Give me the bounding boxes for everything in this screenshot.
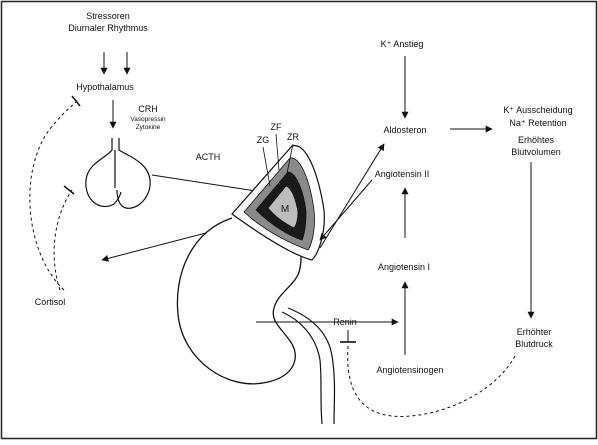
inhibit-bar-pituitary: [64, 186, 74, 194]
arrow-ang2-adrenal: [320, 180, 372, 240]
label-blutdruck: Blutdruck: [515, 339, 553, 349]
label-aldosteron: Aldosteron: [383, 125, 426, 135]
label-zr: ZR: [287, 132, 299, 142]
label-angiotensin-i: Angiotensin I: [378, 262, 430, 272]
label-k-anstieg: K⁺ Anstieg: [381, 39, 424, 49]
label-erhoehter: Erhöhter: [517, 327, 552, 337]
feedback-blutdruck-renin: [348, 346, 515, 416]
arrow-acth-adrenal: [152, 175, 262, 192]
label-zf: ZF: [271, 122, 282, 132]
label-angiotensinogen: Angiotensinogen: [376, 365, 443, 375]
label-zg: ZG: [257, 135, 270, 145]
pituitary-gland: [86, 138, 150, 208]
label-vasopressin: Vasopressin: [130, 116, 166, 123]
label-m: M: [281, 204, 289, 215]
label-renin: Renin: [333, 317, 357, 327]
label-acth: ACTH: [196, 152, 221, 162]
label-zytokine: Zytokine: [136, 124, 161, 131]
label-blutvolumen: Blutvolumen: [511, 147, 561, 157]
label-k-ausscheidung: K⁺ Ausscheidung: [503, 105, 572, 115]
inhibit-bar-hypothalamus: [72, 96, 80, 106]
label-cortisol: Cortisol: [35, 297, 66, 307]
label-erhoehtes: Erhöhtes: [518, 135, 555, 145]
arrow-ang2-aldosteron-path: [320, 144, 384, 248]
label-angiotensin-ii: Angiotensin II: [375, 169, 430, 179]
ureter-inner: [288, 308, 335, 424]
feedback-cortisol-hypothalamus: [30, 100, 78, 290]
label-hypothalamus: Hypothalamus: [76, 82, 134, 92]
label-stressoren: Stressoren: [86, 11, 130, 21]
label-na-retention: Na⁺ Retention: [509, 118, 566, 128]
label-crh: CRH: [138, 104, 158, 114]
label-diurnaler-rhythmus: Diurnaler Rhythmus: [68, 23, 148, 33]
feedback-cortisol-pituitary: [54, 190, 72, 290]
